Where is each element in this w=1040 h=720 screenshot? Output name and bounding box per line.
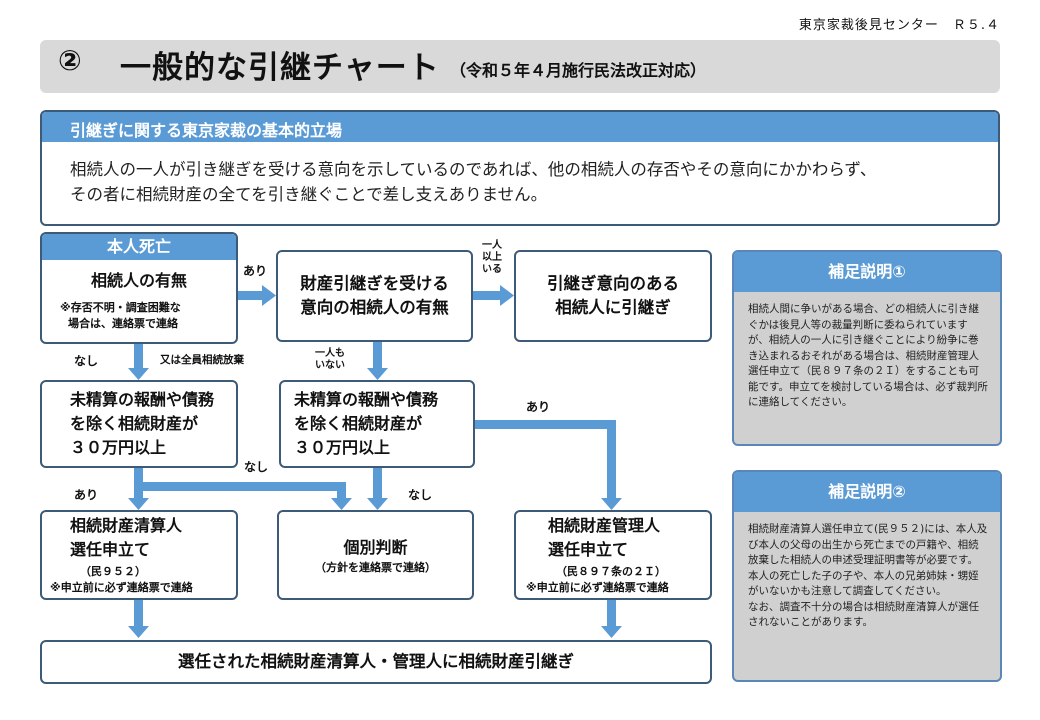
box-clearance-admin	[40, 510, 238, 600]
box-management-admin	[514, 510, 712, 600]
heirs-exist-label: 相続人の有無	[90, 271, 187, 290]
side-note-1-heading: 補足説明①	[734, 252, 1000, 292]
estate1-line2: を除く相続財産が	[70, 414, 199, 433]
arrow-start-to-estate1-head	[128, 368, 149, 380]
arrow-willing-to-handover-head	[500, 285, 514, 306]
arrow-estate2-to-manage-vertical	[607, 420, 616, 500]
policy-heading: 引継ぎに関する東京家裁の基本的立場	[70, 121, 343, 140]
heirs-note-line1: ※存否不明・調査困難な	[60, 301, 181, 314]
box-estate-check-1	[40, 380, 238, 468]
willing-line2: 意向の相続人の有無	[300, 298, 449, 317]
arrow-manage-to-final-shaft	[607, 600, 616, 628]
label-nashi-3: なし	[408, 488, 433, 502]
policy-header-bar	[42, 112, 998, 142]
side-note-1-text: 相続人間に争いがある場合、どの相続人に引き継ぐかは後見人等の裁量判断に委ねられて…	[748, 303, 988, 408]
box-handover-to-heir	[514, 250, 712, 342]
arrow-clear-to-final-shaft	[134, 600, 143, 628]
arrow-estate2-to-indiv-shaft	[373, 468, 382, 500]
arrow-estate1-to-indiv-vertical	[337, 482, 346, 500]
title-bar	[40, 40, 1000, 93]
policy-line-2: その者に相続財産の全てを引き継ぐことで差し支えありません。	[70, 185, 548, 204]
arrow-willing-to-estate2-head	[367, 368, 388, 380]
manage-ref: （民８９７条の２Ｉ）	[556, 565, 666, 578]
clear-line1: 相続財産清算人	[70, 516, 183, 535]
arrow-willing-to-estate2-shaft	[373, 342, 382, 370]
arrow-estate1-to-indiv-head	[331, 498, 352, 510]
manage-note: ※申立前に必ず連絡票で連絡	[526, 581, 669, 594]
arrow-start-to-willing-head	[262, 285, 276, 306]
indiv-line1: 個別判断	[343, 538, 408, 557]
manage-line1: 相続財産管理人	[548, 516, 661, 535]
estate1-line3: ３０万円以上	[70, 438, 167, 457]
label-nashi-1: なし	[74, 354, 99, 368]
page-subtitle: （令和５年４月施行民法改正対応）	[450, 61, 707, 80]
arrow-estate1-to-clear-head	[128, 498, 149, 510]
estate2-line1: 未精算の報酬や債務	[294, 390, 439, 409]
policy-line-1: 相続人の一人が引き継ぎを受ける意向を示しているのであれば、他の相続人の存否やその…	[70, 160, 877, 179]
box-estate-check-2	[279, 380, 475, 468]
label-nashi-2: なし	[244, 460, 269, 474]
manage-line2: 選任申立て	[548, 540, 629, 559]
side-note-2-para2: 本人の死亡した子の子や、本人の兄弟姉妹・甥姪がいないかも注意して調査してください…	[748, 569, 979, 598]
estate2-line3: ３０万円以上	[294, 438, 391, 457]
arrow-clear-to-final-head	[128, 626, 149, 638]
handover-line2: 相続人に引継ぎ	[555, 298, 671, 317]
box-willing-heir	[276, 250, 473, 342]
handover-line1: 引継ぎ意向のある	[547, 274, 679, 293]
arrow-estate2-to-indiv-head	[367, 498, 388, 510]
arrow-manage-to-final-head	[601, 626, 622, 638]
title-number: ②	[58, 44, 82, 77]
label-ari-2: あり	[526, 400, 551, 414]
header-org-date: 東京家裁後見センター Ｒ５.４	[798, 18, 1000, 33]
side-note-2-heading: 補足説明②	[734, 472, 1000, 512]
arrow-start-to-estate1-shaft	[134, 344, 143, 370]
box-individual-judgement	[277, 510, 474, 600]
label-ari-3: あり	[74, 488, 99, 502]
clear-ref: （民９５２）	[80, 565, 146, 578]
arrow-estate2-to-manage-horizontal	[474, 420, 616, 429]
policy-body: 相続人の一人が引き継ぎを受ける意向を示しているのであれば、他の相続人の存否やその…	[70, 157, 990, 207]
heirs-note-line2: 場合は、連絡票で連絡	[68, 317, 178, 330]
box-start-header-bar	[42, 234, 236, 260]
indiv-note: （方針を連絡票で連絡）	[315, 561, 436, 574]
willing-line1: 財産引継ぎを受ける	[300, 274, 449, 293]
estate2-line2: を除く相続財産が	[294, 414, 423, 433]
label-ari-1: あり	[243, 264, 268, 278]
label-hitori-mo-inai: 一人も いない	[315, 348, 345, 371]
page-title: 一般的な引継チャート	[120, 50, 440, 86]
arrow-start-to-willing-shaft	[238, 291, 264, 300]
final-label: 選任された相続財産清算人・管理人に相続財産引継ぎ	[178, 652, 574, 671]
clear-note: ※申立前に必ず連絡票で連絡	[50, 581, 193, 594]
side-note-2-text: 相続財産清算人選任申立て(民９５２)には、本人及び本人の父母の出生から死亡までの…	[748, 522, 988, 631]
arrow-estate1-to-indiv-horizontal	[134, 482, 346, 491]
arrow-willing-to-handover-shaft	[473, 291, 502, 300]
side-note-2-para3: なお、調査不十分の場合は相続財産清算人が選任されないことがあります。	[748, 600, 979, 629]
label-ichinin-ijou: 一人 以上 いる	[482, 240, 502, 275]
estate1-line1: 未精算の報酬や債務	[70, 390, 215, 409]
label-zenin-houki: 又は全員相続放棄	[160, 354, 244, 366]
start-header-label: 本人死亡	[106, 237, 171, 256]
box-final-handover	[40, 640, 712, 684]
side-note-2-para1: 相続財産清算人選任申立て(民９５２)には、本人及び本人の父母の出生から死亡までの…	[748, 523, 988, 566]
clear-line2: 選任申立て	[70, 540, 151, 559]
arrow-estate2-to-manage-head	[601, 498, 622, 510]
